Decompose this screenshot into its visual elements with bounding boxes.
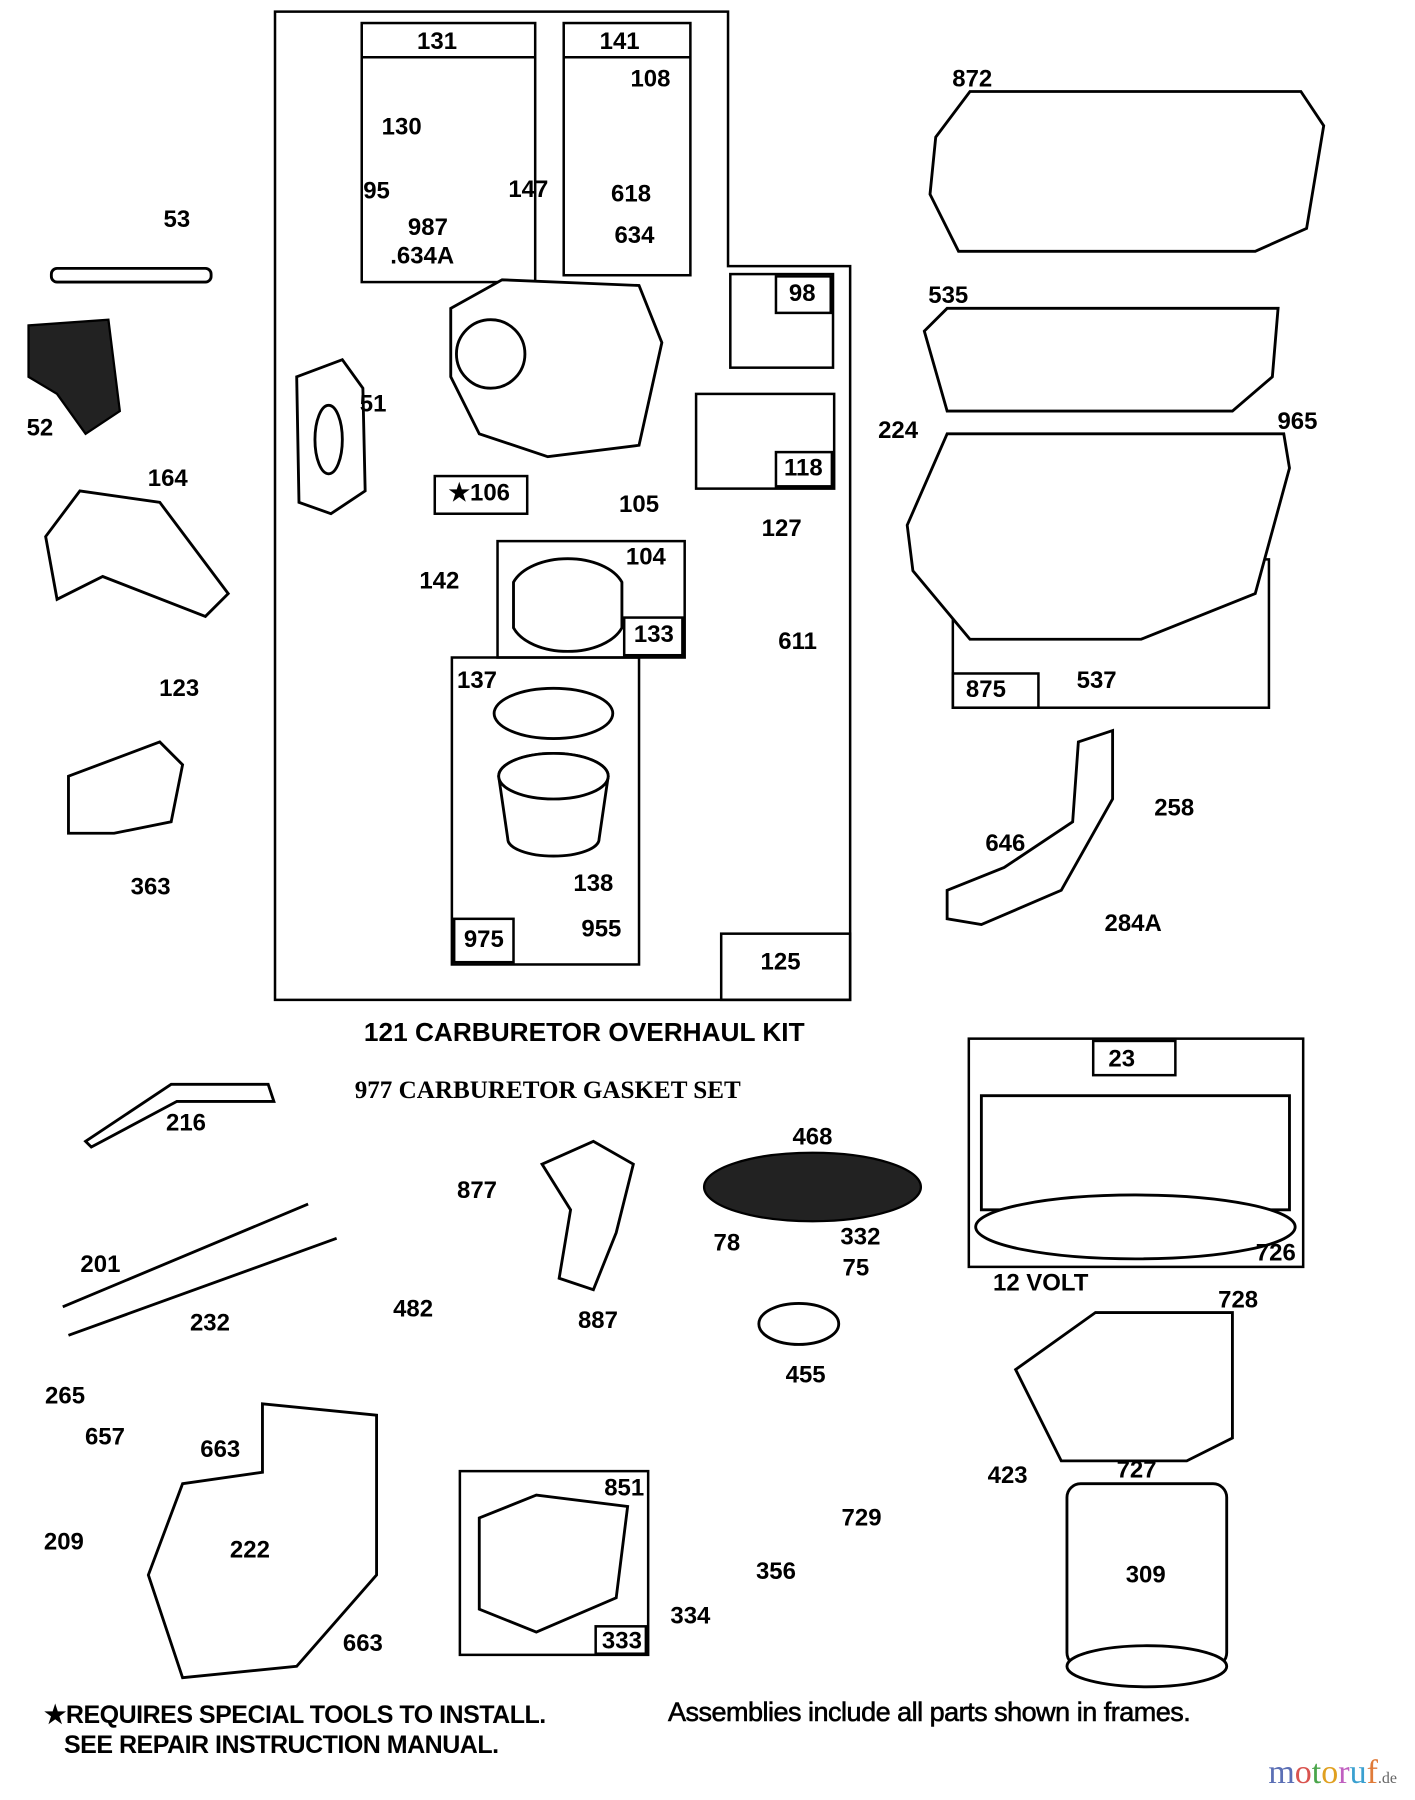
callout-123: 123 <box>159 675 199 702</box>
logo-letter: o <box>1294 1754 1312 1791</box>
callout-887: 887 <box>578 1307 618 1334</box>
callout-75: 75 <box>843 1254 870 1281</box>
callout-108: 108 <box>630 65 670 92</box>
callout-130: 130 <box>382 113 422 140</box>
special-tools-note-line1: ★REQUIRES SPECIAL TOOLS TO INSTALL. <box>44 1701 546 1729</box>
callout-726: 726 <box>1256 1240 1296 1267</box>
callout-363: 363 <box>131 873 171 900</box>
callout-877: 877 <box>457 1177 497 1204</box>
frame-333 <box>458 1469 650 1657</box>
frame-118 <box>694 392 836 490</box>
callout-634: 634 <box>614 222 655 249</box>
callout-535: 535 <box>928 282 968 309</box>
frame-141 <box>562 21 692 277</box>
frame-23 <box>967 1037 1305 1269</box>
callout-537: 537 <box>1077 667 1117 694</box>
callout-98: 98 <box>789 280 816 307</box>
callout-965: 965 <box>1277 408 1317 435</box>
callout-356: 356 <box>756 1558 796 1585</box>
callout-137: 137 <box>457 667 497 694</box>
callout-851: 851 <box>604 1475 644 1502</box>
callout-78: 78 <box>714 1229 741 1256</box>
callout-232: 232 <box>190 1309 230 1336</box>
callout-482: 482 <box>393 1296 433 1323</box>
callout-332: 332 <box>840 1224 880 1251</box>
callout-127: 127 <box>762 515 802 542</box>
callout-216: 216 <box>166 1110 206 1137</box>
callout-142: 142 <box>419 568 459 595</box>
frame-106 <box>433 474 529 515</box>
callout-258: 258 <box>1154 795 1194 822</box>
callout-334: 334 <box>670 1603 711 1630</box>
callout-209: 209 <box>44 1528 84 1555</box>
callout-147: 147 <box>508 176 548 203</box>
callout-309: 309 <box>1126 1561 1166 1588</box>
callout-131: 131 <box>417 28 457 55</box>
callout-468: 468 <box>792 1123 832 1150</box>
kit-121-label: 121 CARBURETOR OVERHAUL KIT <box>364 1017 805 1047</box>
callout-455: 455 <box>786 1362 826 1389</box>
callout-104: 104 <box>626 544 667 571</box>
callout-634a: .634A <box>390 242 454 269</box>
callout-53: 53 <box>164 206 191 233</box>
assemblies-note: Assemblies include all parts shown in fr… <box>668 1697 1191 1728</box>
callout-646: 646 <box>985 830 1025 857</box>
callout-657: 657 <box>85 1423 125 1450</box>
callout-284a: 284A <box>1105 910 1162 937</box>
part-illustrations <box>27 90 1326 1689</box>
callout-12volt: 12 VOLT <box>993 1269 1089 1296</box>
callout-164: 164 <box>148 465 189 492</box>
callout-201: 201 <box>80 1251 120 1278</box>
callout-52: 52 <box>27 415 54 442</box>
frame-131 <box>360 21 537 284</box>
kit-977-label: 977 CARBURETOR GASKET SET <box>355 1077 741 1104</box>
callout-987: 987 <box>408 214 448 241</box>
carburetor-assembly-frame <box>273 10 852 1002</box>
callout-224: 224 <box>878 417 919 444</box>
callout-23: 23 <box>1108 1046 1135 1073</box>
callout-663: 663 <box>343 1630 383 1657</box>
callout-875: 875 <box>966 676 1006 703</box>
logo-letter: r <box>1338 1754 1350 1791</box>
callout-95: 95 <box>363 177 390 204</box>
callout-105: 105 <box>619 491 659 518</box>
callout-423: 423 <box>988 1462 1028 1489</box>
callout-138: 138 <box>573 870 613 897</box>
callout-728: 728 <box>1218 1286 1258 1313</box>
special-tools-note-line2: SEE REPAIR INSTRUCTION MANUAL. <box>64 1731 499 1759</box>
callout-265: 265 <box>45 1382 85 1409</box>
logo-suffix: .de <box>1377 1770 1397 1787</box>
callout-333: 333 <box>602 1628 642 1655</box>
callout-141: 141 <box>600 28 640 55</box>
frame-975 <box>450 656 641 966</box>
callout-133: 133 <box>634 621 674 648</box>
callout-222: 222 <box>230 1536 270 1563</box>
logo-letter: u <box>1349 1754 1367 1791</box>
callout-729: 729 <box>842 1504 882 1531</box>
logo-letter: f <box>1366 1754 1378 1791</box>
callout-labels: 131 141 108 130 95 987.634A 147 618 634 98 53 52 51 8… <box>27 28 1318 1657</box>
logo-letter: t <box>1311 1754 1322 1791</box>
watermark-logo: motoruf.de <box>1268 1754 1397 1792</box>
frame-98 <box>729 272 835 369</box>
callout-106: ★106 <box>449 480 510 507</box>
frame-125 <box>719 932 852 1002</box>
callout-125: 125 <box>761 949 801 976</box>
callout-727: 727 <box>1117 1456 1157 1483</box>
callout-955: 955 <box>581 916 621 943</box>
callout-618: 618 <box>611 181 651 208</box>
callout-663: 663 <box>200 1436 240 1463</box>
callout-51: 51 <box>360 391 387 418</box>
logo-letter: m <box>1268 1754 1295 1791</box>
logo-letter: o <box>1321 1754 1339 1791</box>
callout-118: 118 <box>784 455 823 482</box>
callout-611: 611 <box>778 628 817 655</box>
callout-872: 872 <box>952 65 992 92</box>
callout-975: 975 <box>464 926 504 953</box>
